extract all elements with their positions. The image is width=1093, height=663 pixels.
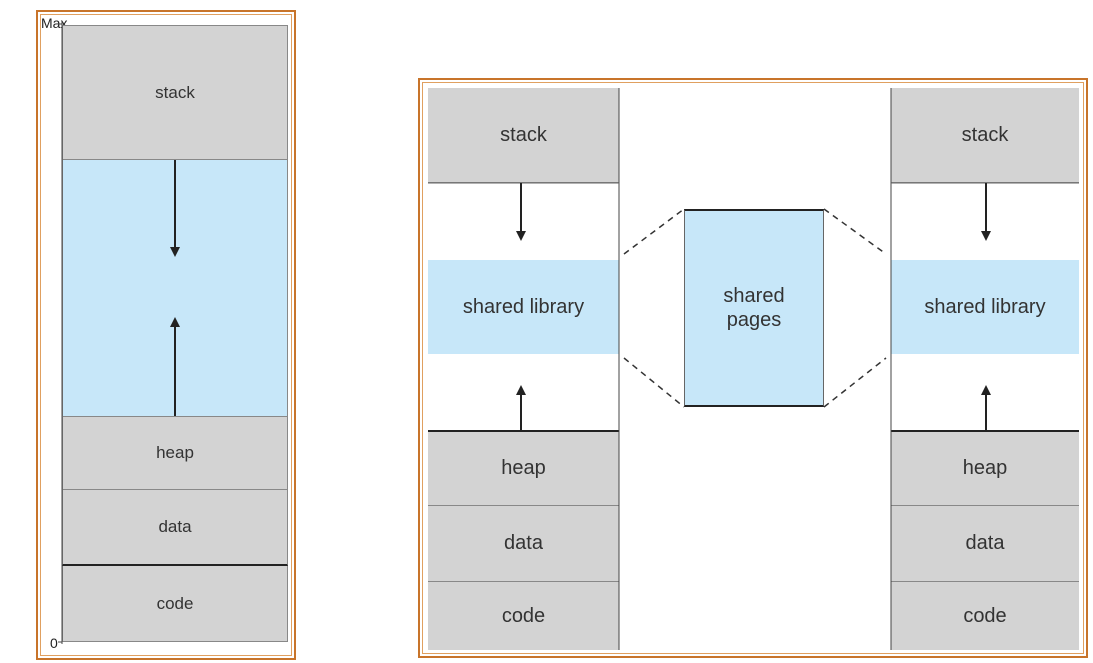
dashed-connector-p1-top	[623, 208, 685, 255]
p2-stack-label: stack	[961, 123, 1009, 146]
right-diagram-frame	[418, 78, 1088, 658]
p2-data-segment: data	[891, 506, 1079, 582]
p1-heap-segment: heap	[428, 430, 619, 506]
p1-data-segment: data	[428, 506, 619, 582]
p1-gap-upper	[428, 183, 619, 260]
stack-label: stack	[155, 82, 195, 102]
p1-stack-label: stack	[500, 123, 547, 146]
axis-max-label: Max	[41, 15, 68, 31]
code-segment: code	[62, 566, 288, 642]
p2-heap-segment: heap	[891, 430, 1079, 506]
p1-heap-label: heap	[501, 457, 546, 479]
left-diagram-frame	[36, 10, 296, 660]
p1-code-segment: code	[428, 582, 619, 650]
p2-code-segment: code	[891, 582, 1079, 650]
dashed-connector-p2-top	[823, 208, 887, 255]
p2-stack-segment: stack	[891, 88, 1079, 183]
p2-shared-library-segment: shared library	[891, 260, 1079, 354]
p2-data-label: data	[965, 532, 1005, 554]
shared-pages-label: shared pages	[723, 285, 785, 331]
top-strip	[0, 0, 1093, 8]
code-label: code	[156, 593, 194, 613]
p2-code-label: code	[963, 604, 1007, 627]
data-label: data	[158, 517, 192, 536]
p1-data-label: data	[504, 532, 543, 554]
data-segment: data	[62, 490, 288, 566]
shared-pages-block: shared pages	[684, 209, 824, 407]
heap-label: heap	[156, 443, 194, 462]
p1-code-label: code	[501, 604, 546, 627]
p2-heap-label: heap	[962, 457, 1008, 479]
p1-stack-segment: stack	[428, 88, 619, 183]
dashed-connector-p1-bottom	[623, 357, 685, 408]
p2-shared-library-label: shared library	[924, 295, 1046, 318]
stack-segment: stack	[62, 25, 288, 160]
axis-zero-label: 0	[50, 635, 58, 651]
p1-shared-library-segment: shared library	[428, 260, 619, 354]
dashed-connector-p2-bottom	[823, 357, 887, 408]
p1-shared-library-label: shared library	[462, 295, 585, 318]
